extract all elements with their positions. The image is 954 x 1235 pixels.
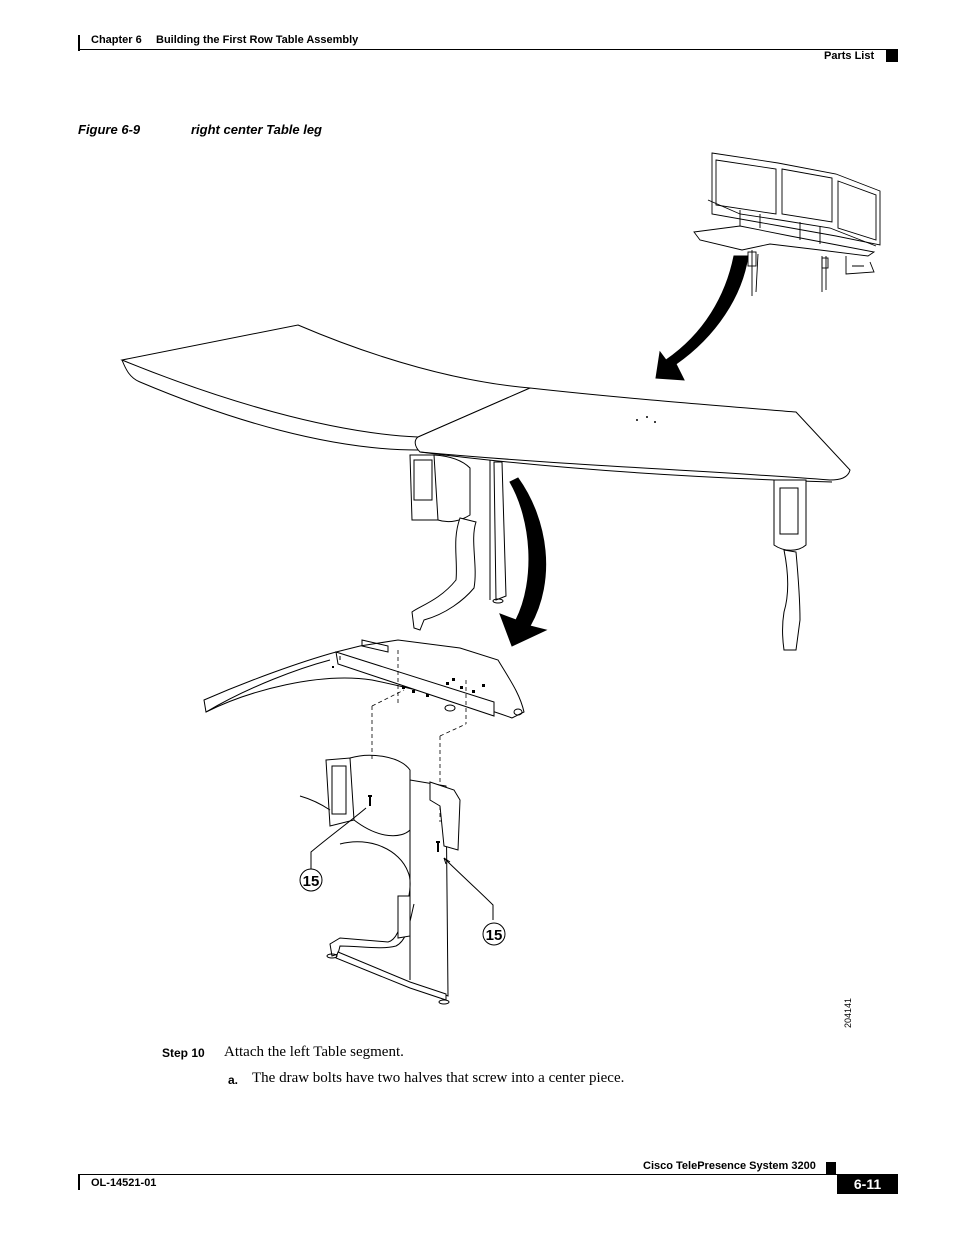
- left-leg-upper: [409, 454, 507, 631]
- header-section: Parts List: [824, 50, 875, 62]
- footer-product: Cisco TelePresence System 3200: [643, 1160, 816, 1172]
- footer-doc-id: OL-14521-01: [91, 1177, 157, 1189]
- callout-label-2: 15: [486, 927, 503, 944]
- step-label: Step 10: [162, 1046, 205, 1060]
- footer-page-box: [837, 1174, 898, 1194]
- header-rule: [78, 49, 898, 50]
- footer-rule: [78, 1174, 898, 1175]
- callout-leader-2: [443, 857, 494, 920]
- callout-circle-1: [299, 868, 323, 892]
- figure-number: Figure 6-9: [78, 122, 141, 137]
- arrow-2: [499, 477, 548, 647]
- table-top: [120, 324, 851, 483]
- callout-label-1: 15: [303, 873, 320, 890]
- step-text: Attach the left Table segment.: [224, 1044, 404, 1060]
- footer-page-number: 6-11: [853, 1176, 882, 1192]
- header-section-block: [886, 50, 898, 62]
- figure-id-text: 204141: [843, 998, 853, 1028]
- callout-leader-1: [310, 807, 367, 880]
- system-overview-inset: [693, 152, 881, 296]
- footer-small-block: [826, 1162, 836, 1174]
- callout-circle-2: [482, 922, 506, 946]
- substep-text: The draw bolts have two halves that scre…: [252, 1070, 625, 1086]
- figure-title: right center Table leg: [191, 122, 322, 137]
- right-leg-upper: [773, 479, 807, 651]
- footer-left-bar: [78, 1174, 80, 1190]
- substep-label: a.: [228, 1073, 239, 1087]
- right-center-leg: [299, 754, 461, 1005]
- table-underside: [203, 639, 525, 719]
- arrow-1: [655, 255, 749, 381]
- header-chapter-title: Building the First Row Table Assembly: [156, 34, 359, 46]
- header-left-bar: [78, 35, 80, 51]
- header-chapter: Chapter 6: [91, 34, 142, 46]
